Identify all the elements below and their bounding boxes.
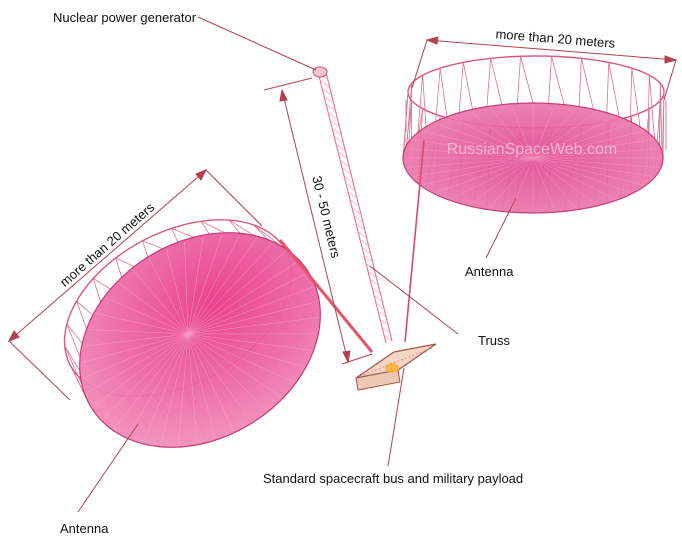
label-nuclear-generator: Nuclear power generator: [53, 10, 197, 25]
dim-line-top-antenna: [412, 37, 676, 100]
nuclear-generator-icon: [313, 67, 327, 77]
label-antenna-right: Antenna: [465, 264, 514, 279]
antenna-right-dish: [403, 56, 666, 342]
label-bus: Standard spacecraft bus and military pay…: [263, 471, 523, 486]
leader-antenna-left: [78, 424, 138, 512]
label-antenna-left: Antenna: [60, 521, 109, 536]
watermark: RussianSpaceWeb.com: [447, 141, 617, 158]
leader-truss: [370, 266, 458, 334]
antenna-left-dish: [35, 184, 372, 491]
leader-generator: [198, 17, 316, 70]
dim-label-truss: 30 - 50 meters: [309, 174, 343, 259]
spacecraft-bus: [356, 344, 436, 390]
label-truss: Truss: [478, 333, 511, 348]
